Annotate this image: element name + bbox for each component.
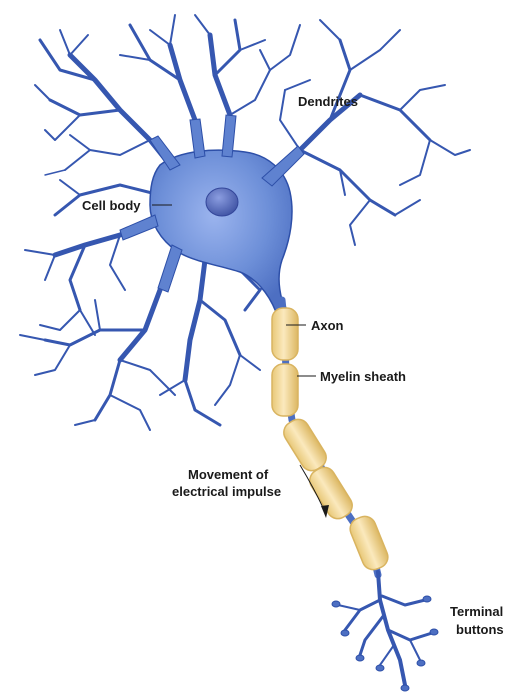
label-myelin-sheath: Myelin sheath (320, 369, 406, 384)
impulse-arrow (299, 464, 329, 518)
label-movement-line2: electrical impulse (172, 484, 281, 499)
label-movement-line1: Movement of (188, 467, 269, 482)
terminal-buttons (337, 570, 434, 687)
label-cell-body: Cell body (82, 198, 141, 213)
label-terminal-line1: Terminal (450, 604, 503, 619)
myelin-sheath (271, 307, 389, 571)
label-axon: Axon (311, 318, 344, 333)
nucleus (205, 187, 239, 217)
leader-lines (152, 204, 316, 377)
label-dendrites: Dendrites (298, 94, 358, 109)
label-terminal-line2: buttons (456, 622, 504, 637)
